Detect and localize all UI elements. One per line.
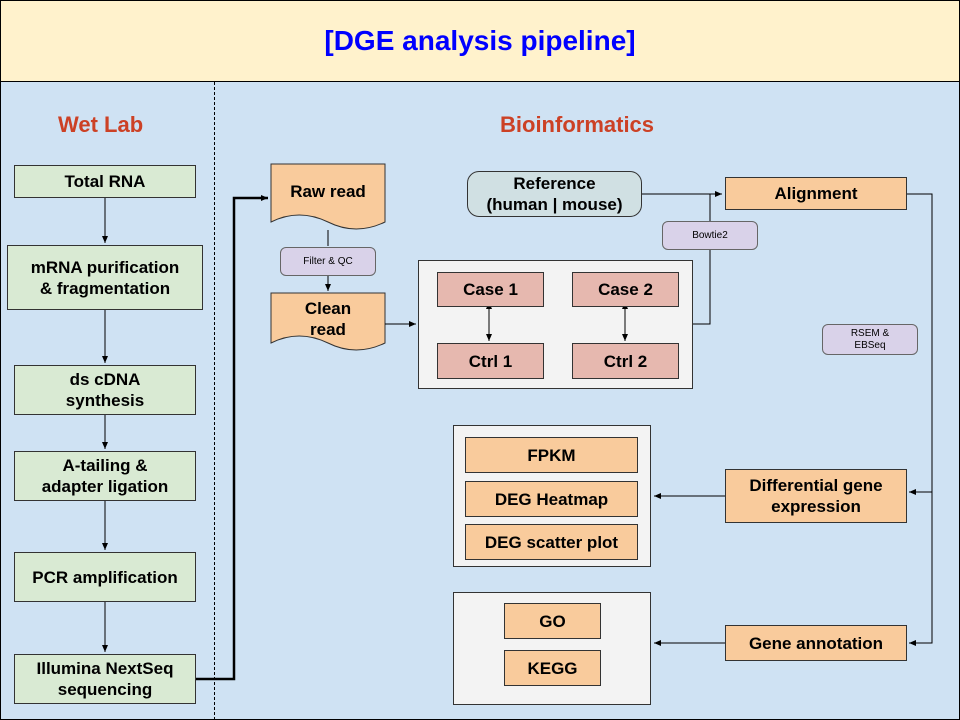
- step-illumina-sequencing: Illumina NextSeq sequencing: [14, 654, 196, 704]
- bioinformatics-title: Bioinformatics: [500, 112, 655, 137]
- differential-expression-node: Differential gene expression: [725, 469, 907, 523]
- case-2-sample: Case 2: [572, 272, 679, 307]
- step-mrna-purification: mRNA purification & fragmentation: [7, 245, 203, 310]
- annotation-outputs-panel: [453, 592, 651, 705]
- deg-heatmap-output: DEG Heatmap: [465, 481, 638, 517]
- step-ds-cdna-synthesis: ds cDNA synthesis: [14, 365, 196, 415]
- fpkm-output: FPKM: [465, 437, 638, 473]
- alignment-node: Alignment: [725, 177, 907, 210]
- step-a-tailing: A-tailing & adapter ligation: [14, 451, 196, 501]
- header-banner: [DGE analysis pipeline]: [0, 0, 960, 82]
- wet-lab-title: Wet Lab: [58, 112, 144, 137]
- step-pcr-amplification: PCR amplification: [14, 552, 196, 602]
- step-total-rna: Total RNA: [14, 165, 196, 198]
- raw-read-node: Raw read: [290, 181, 366, 201]
- ctrl-1-sample: Ctrl 1: [437, 343, 544, 379]
- ctrl-2-sample: Ctrl 2: [572, 343, 679, 379]
- case-1-sample: Case 1: [437, 272, 544, 307]
- filter-qc-tag: Filter & QC: [280, 247, 376, 276]
- page-title: [DGE analysis pipeline]: [324, 25, 636, 56]
- section-divider: [214, 82, 215, 720]
- kegg-output: KEGG: [504, 650, 601, 686]
- rsem-ebseq-tag: RSEM & EBSeq: [822, 324, 918, 355]
- clean-read-node: Clean read: [304, 299, 352, 339]
- deg-scatter-output: DEG scatter plot: [465, 524, 638, 560]
- reference-genome-node: Reference (human | mouse): [467, 171, 642, 217]
- bowtie2-tag: Bowtie2: [662, 221, 758, 250]
- go-output: GO: [504, 603, 601, 639]
- gene-annotation-node: Gene annotation: [725, 625, 907, 661]
